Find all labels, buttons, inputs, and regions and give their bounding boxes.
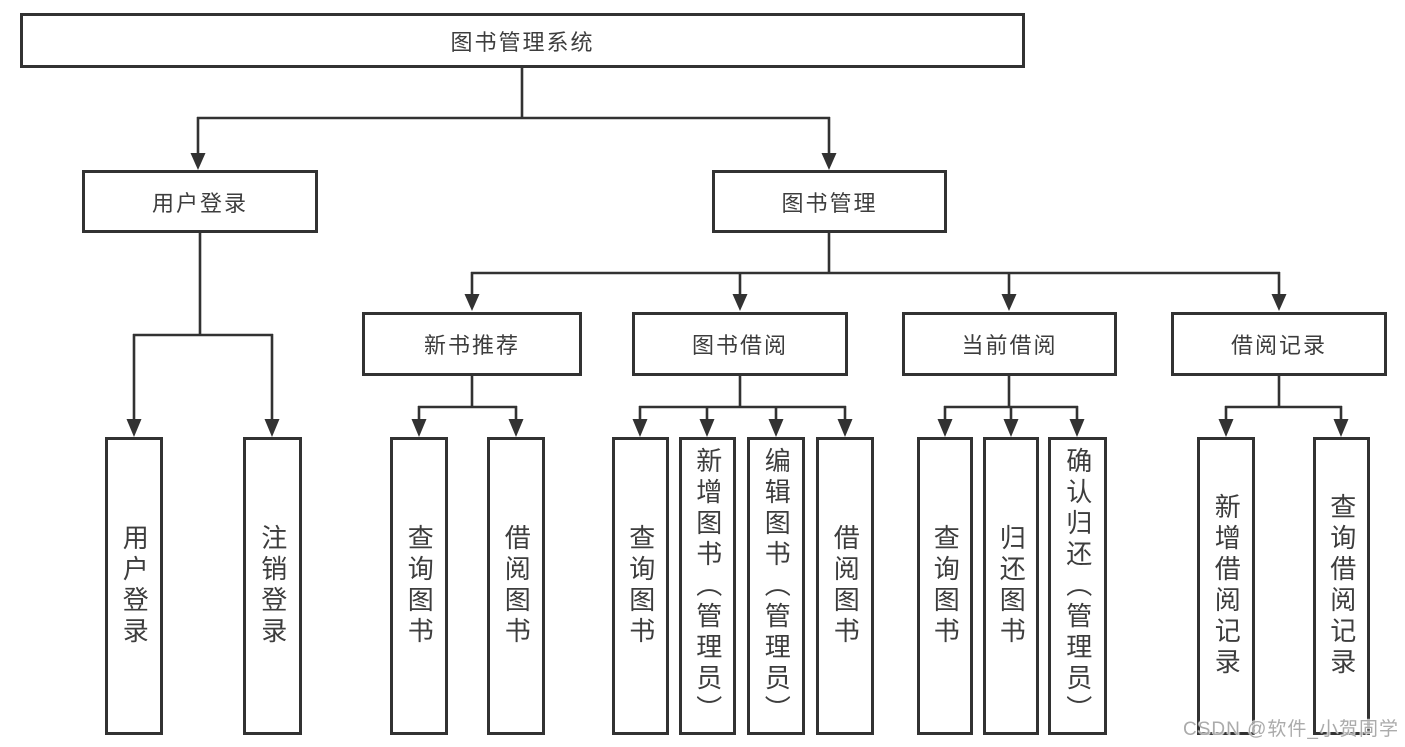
node-label: 查询图书	[930, 524, 961, 648]
node-current-borrow: 当前借阅	[902, 312, 1117, 376]
leaf-borrow-add-books-admin: 新增图书（管理员）	[679, 437, 736, 735]
node-label: 查询图书	[404, 524, 435, 648]
node-new-book-recommend: 新书推荐	[362, 312, 582, 376]
arrow-down-icon	[768, 419, 784, 437]
arrow-down-icon	[190, 153, 206, 170]
node-label: 注销登录	[257, 524, 288, 648]
arrow-down-icon	[1003, 419, 1019, 437]
node-label: 借阅图书	[830, 524, 861, 648]
leaf-user-login: 用户登录	[105, 437, 163, 735]
arrow-down-icon	[732, 294, 748, 311]
leaf-current-confirm-return-admin: 确认归还（管理员）	[1048, 437, 1107, 735]
leaf-records-query-borrow-record: 查询借阅记录	[1313, 437, 1370, 735]
leaf-current-query-books: 查询图书	[917, 437, 973, 735]
node-label: 图书管理系统	[450, 29, 595, 55]
watermark: CSDN @软件_小贺同学	[1183, 719, 1399, 740]
node-label: 用户登录	[119, 524, 150, 648]
node-label: 编辑图书（管理员）	[761, 446, 792, 726]
arrow-down-icon	[1069, 419, 1085, 437]
arrow-down-icon	[464, 294, 480, 311]
arrow-down-icon	[1001, 294, 1017, 311]
arrow-down-icon	[1218, 419, 1234, 437]
node-label: 确认归还（管理员）	[1062, 446, 1093, 726]
node-label: 图书管理	[781, 190, 878, 216]
node-label: 新增图书（管理员）	[692, 446, 723, 726]
arrow-down-icon	[937, 419, 953, 437]
arrow-down-icon	[508, 419, 524, 437]
node-label: 用户登录	[151, 190, 248, 216]
node-label: 借阅记录	[1230, 333, 1327, 358]
node-borrow-records: 借阅记录	[1171, 312, 1387, 376]
arrow-down-icon	[632, 419, 648, 437]
leaf-borrow-query-books: 查询图书	[612, 437, 669, 735]
leaf-recommend-query-books: 查询图书	[390, 437, 448, 735]
node-book-borrow: 图书借阅	[632, 312, 848, 376]
arrow-down-icon	[411, 419, 427, 437]
node-label: 新书推荐	[423, 333, 520, 358]
node-label: 归还图书	[996, 524, 1027, 648]
leaf-records-add-borrow-record: 新增借阅记录	[1197, 437, 1255, 735]
node-book-management: 图书管理	[712, 170, 947, 233]
leaf-recommend-borrow-books: 借阅图书	[487, 437, 545, 735]
node-label: 查询图书	[625, 524, 656, 648]
node-root: 图书管理系统	[20, 13, 1025, 68]
arrow-down-icon	[1271, 294, 1287, 311]
leaf-logout: 注销登录	[243, 437, 302, 735]
leaf-current-return-books: 归还图书	[983, 437, 1039, 735]
node-label: 借阅图书	[501, 524, 532, 648]
leaf-borrow-edit-books-admin: 编辑图书（管理员）	[747, 437, 805, 735]
node-label: 新增借阅记录	[1211, 493, 1242, 679]
node-label: 查询借阅记录	[1326, 493, 1357, 679]
leaf-borrow-borrow-books: 借阅图书	[816, 437, 874, 735]
arrow-down-icon	[837, 419, 853, 437]
arrow-down-icon	[264, 419, 280, 437]
arrow-down-icon	[126, 419, 142, 437]
node-user-login-group: 用户登录	[82, 170, 318, 233]
node-label: 当前借阅	[961, 333, 1058, 358]
arrow-down-icon	[1333, 419, 1349, 437]
node-label: 图书借阅	[691, 333, 788, 358]
arrow-down-icon	[821, 153, 837, 170]
arrow-down-icon	[699, 419, 715, 437]
